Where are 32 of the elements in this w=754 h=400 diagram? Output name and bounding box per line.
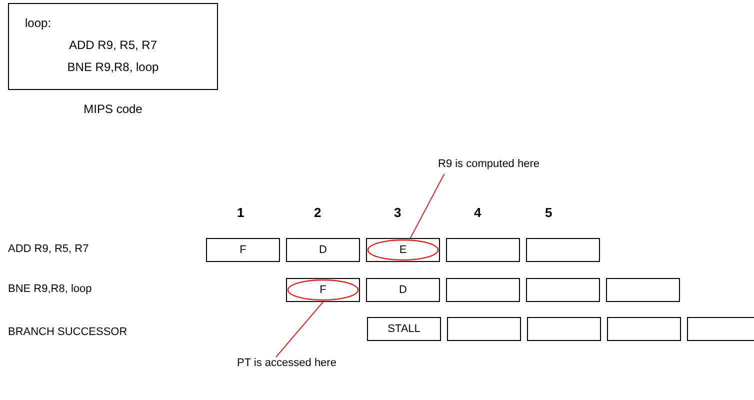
cycle-number: 5	[545, 205, 552, 220]
pipeline-stage-box: F	[206, 238, 280, 262]
pipeline-stage-box	[607, 317, 681, 341]
cycle-number: 4	[474, 205, 482, 220]
callout-text: R9 is computed here	[438, 158, 540, 170]
pipeline-stage-box: D	[286, 238, 360, 262]
leader-line	[410, 174, 445, 238]
pipeline-stage-box: E	[366, 238, 440, 262]
pipeline-stage-box	[526, 278, 600, 302]
pipeline-stage-box	[447, 317, 521, 341]
callout-text: PT is accessed here	[237, 357, 336, 369]
cycle-number: 1	[237, 205, 244, 220]
pipeline-stage-box: F	[286, 278, 360, 302]
code-line: BNE R9,R8, loop	[66, 60, 160, 74]
leader-line	[276, 302, 324, 358]
pipeline-stage-box	[446, 278, 520, 302]
pipeline-stage-box: STALL	[367, 317, 441, 341]
pipeline-stage-box	[526, 238, 600, 262]
code-line: loop:	[25, 16, 52, 30]
instruction-label: ADD R9, R5, R7	[8, 243, 89, 255]
pipeline-stage-box	[687, 317, 754, 341]
code-line: ADD R9, R5, R7	[68, 38, 158, 52]
pipeline-stage-box	[446, 238, 520, 262]
pipeline-stage-box	[606, 278, 680, 302]
cycle-number: 3	[394, 205, 402, 220]
instruction-label: BNE R9,R8, loop	[8, 283, 92, 295]
code-box	[8, 3, 218, 90]
instruction-label: BRANCH SUCCESSOR	[8, 326, 128, 338]
code-caption: MIPS code	[82, 102, 144, 116]
pipeline-stage-box	[527, 317, 601, 341]
pipeline-stage-box: D	[366, 278, 440, 302]
cycle-number: 2	[314, 205, 322, 220]
